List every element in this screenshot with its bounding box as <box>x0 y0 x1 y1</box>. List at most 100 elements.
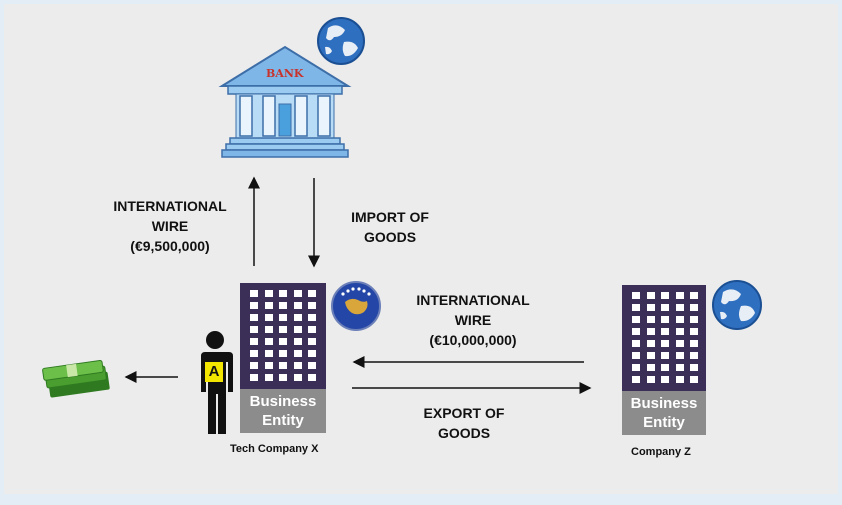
company-z-building: Business Entity <box>622 285 706 435</box>
building-tower <box>240 283 326 389</box>
building-window <box>646 292 655 299</box>
building-window <box>250 362 258 369</box>
building-window <box>690 364 698 371</box>
building-window <box>264 350 273 357</box>
building-window <box>264 290 273 297</box>
building-window <box>690 340 698 347</box>
building-tower <box>622 285 706 391</box>
building-window <box>308 338 316 345</box>
building-window <box>632 316 640 323</box>
building-window <box>646 316 655 323</box>
building-window <box>250 290 258 297</box>
building-window <box>264 374 273 381</box>
building-window <box>632 304 640 311</box>
building-window <box>661 340 669 347</box>
tech-company-caption: Tech Company X <box>230 443 319 455</box>
building-window <box>250 374 258 381</box>
label-export-goods: EXPORT OF GOODS <box>423 405 505 441</box>
building-window <box>632 352 640 359</box>
building-window <box>632 376 640 383</box>
building-window <box>308 326 316 333</box>
building-window <box>264 314 273 321</box>
bank-sign: BANK <box>266 67 304 80</box>
building-window <box>250 302 258 309</box>
building-window <box>675 328 684 335</box>
building-window <box>690 376 698 383</box>
building-window <box>308 302 316 309</box>
person-letter: A <box>208 363 220 380</box>
business-entity-plate: Business Entity <box>240 389 326 433</box>
building-window <box>279 302 287 309</box>
building-window <box>690 328 698 335</box>
building-window <box>661 328 669 335</box>
building-window <box>250 314 258 321</box>
business-entity-plate: Business Entity <box>622 391 706 435</box>
building-window <box>250 350 258 357</box>
building-window <box>250 338 258 345</box>
building-window <box>632 340 640 347</box>
building-window <box>675 316 684 323</box>
building-window <box>293 374 302 381</box>
building-window <box>632 364 640 371</box>
building-window <box>675 364 684 371</box>
building-window <box>264 362 273 369</box>
building-window <box>279 314 287 321</box>
building-window <box>264 302 273 309</box>
building-window <box>293 290 302 297</box>
building-window <box>661 292 669 299</box>
building-window <box>661 316 669 323</box>
company-z-caption: Company Z <box>631 446 691 458</box>
label-wire-from-z: INTERNATIONAL WIRE (€10,000,000) <box>416 292 530 348</box>
building-window <box>690 304 698 311</box>
building-window <box>308 362 316 369</box>
building-window <box>661 364 669 371</box>
building-window <box>690 352 698 359</box>
building-window <box>264 338 273 345</box>
building-window <box>308 290 316 297</box>
building-window <box>661 376 669 383</box>
building-window <box>646 376 655 383</box>
building-window <box>264 326 273 333</box>
building-window <box>293 362 302 369</box>
building-window <box>279 290 287 297</box>
building-window <box>646 340 655 347</box>
label-import-goods: IMPORT OF GOODS <box>351 209 429 245</box>
building-window <box>279 350 287 357</box>
building-window <box>293 326 302 333</box>
building-window <box>308 374 316 381</box>
building-window <box>308 314 316 321</box>
building-window <box>632 292 640 299</box>
building-window <box>675 340 684 347</box>
building-window <box>675 304 684 311</box>
building-window <box>646 328 655 335</box>
building-window <box>308 350 316 357</box>
building-window <box>250 326 258 333</box>
tech-company-building: Business Entity <box>240 283 326 433</box>
building-window <box>661 352 669 359</box>
building-window <box>632 328 640 335</box>
building-window <box>293 302 302 309</box>
building-window <box>279 338 287 345</box>
person-badge <box>205 362 223 382</box>
building-window <box>293 338 302 345</box>
building-window <box>279 326 287 333</box>
building-window <box>279 362 287 369</box>
building-window <box>690 316 698 323</box>
building-window <box>646 304 655 311</box>
building-window <box>675 292 684 299</box>
building-window <box>646 364 655 371</box>
building-window <box>646 352 655 359</box>
building-window <box>690 292 698 299</box>
building-window <box>661 304 669 311</box>
building-window <box>293 350 302 357</box>
building-window <box>675 352 684 359</box>
building-window <box>675 376 684 383</box>
label-wire-to-bank: INTERNATIONAL WIRE (€9,500,000) <box>113 198 227 254</box>
